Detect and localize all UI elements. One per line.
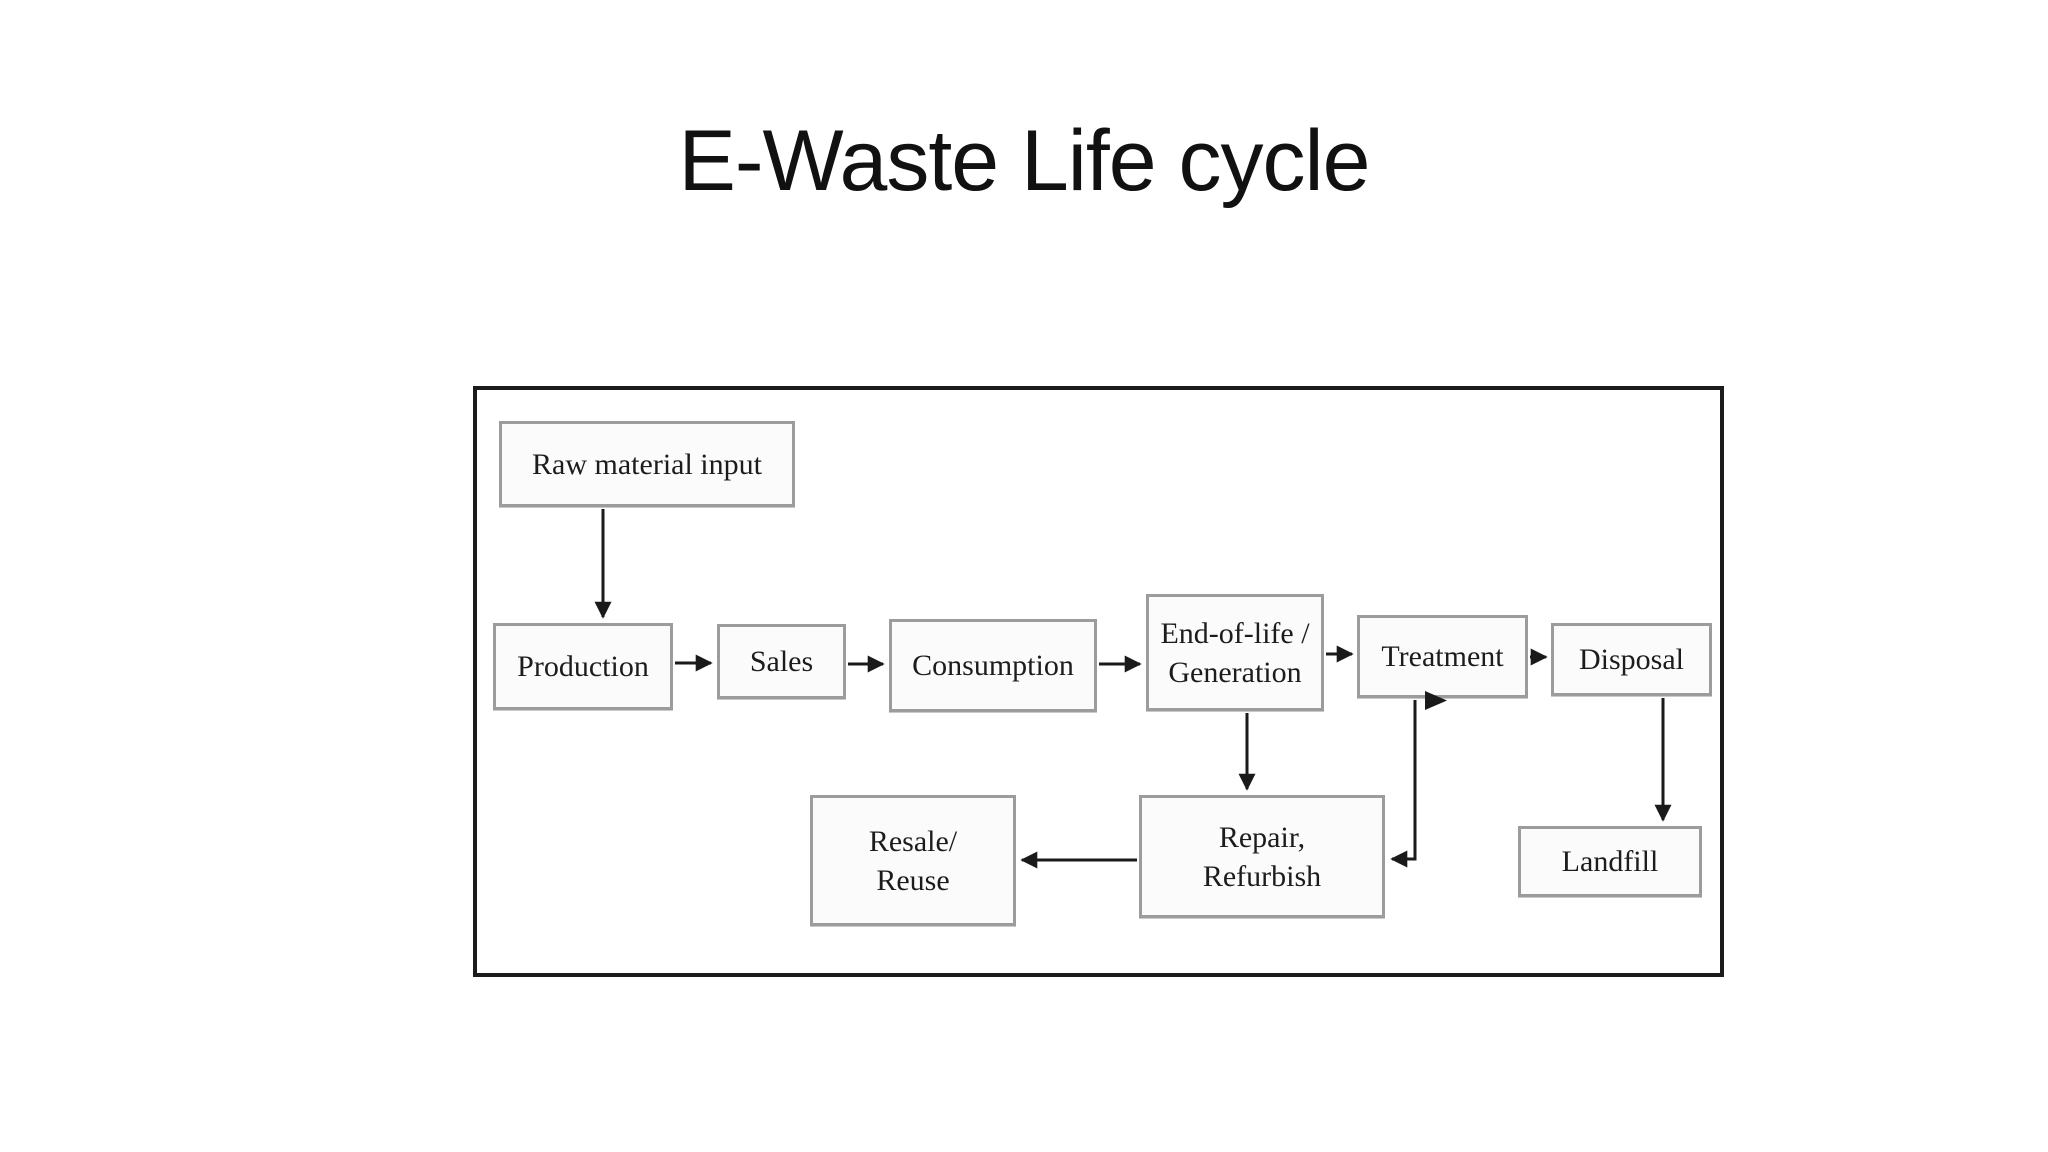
node-end-of-life-generation: End-of-life / Generation <box>1146 594 1324 711</box>
node-resale-reuse: Resale/ Reuse <box>810 795 1016 926</box>
node-disposal: Disposal <box>1551 623 1712 696</box>
node-raw-material-input: Raw material input <box>499 421 795 507</box>
node-repair-refurbish: Repair, Refurbish <box>1139 795 1385 918</box>
node-treatment: Treatment <box>1357 615 1528 698</box>
node-consumption: Consumption <box>889 619 1097 712</box>
node-landfill: Landfill <box>1518 826 1702 897</box>
node-sales: Sales <box>717 624 846 699</box>
node-production: Production <box>493 623 673 710</box>
slide-title: E-Waste Life cycle <box>678 113 1371 209</box>
